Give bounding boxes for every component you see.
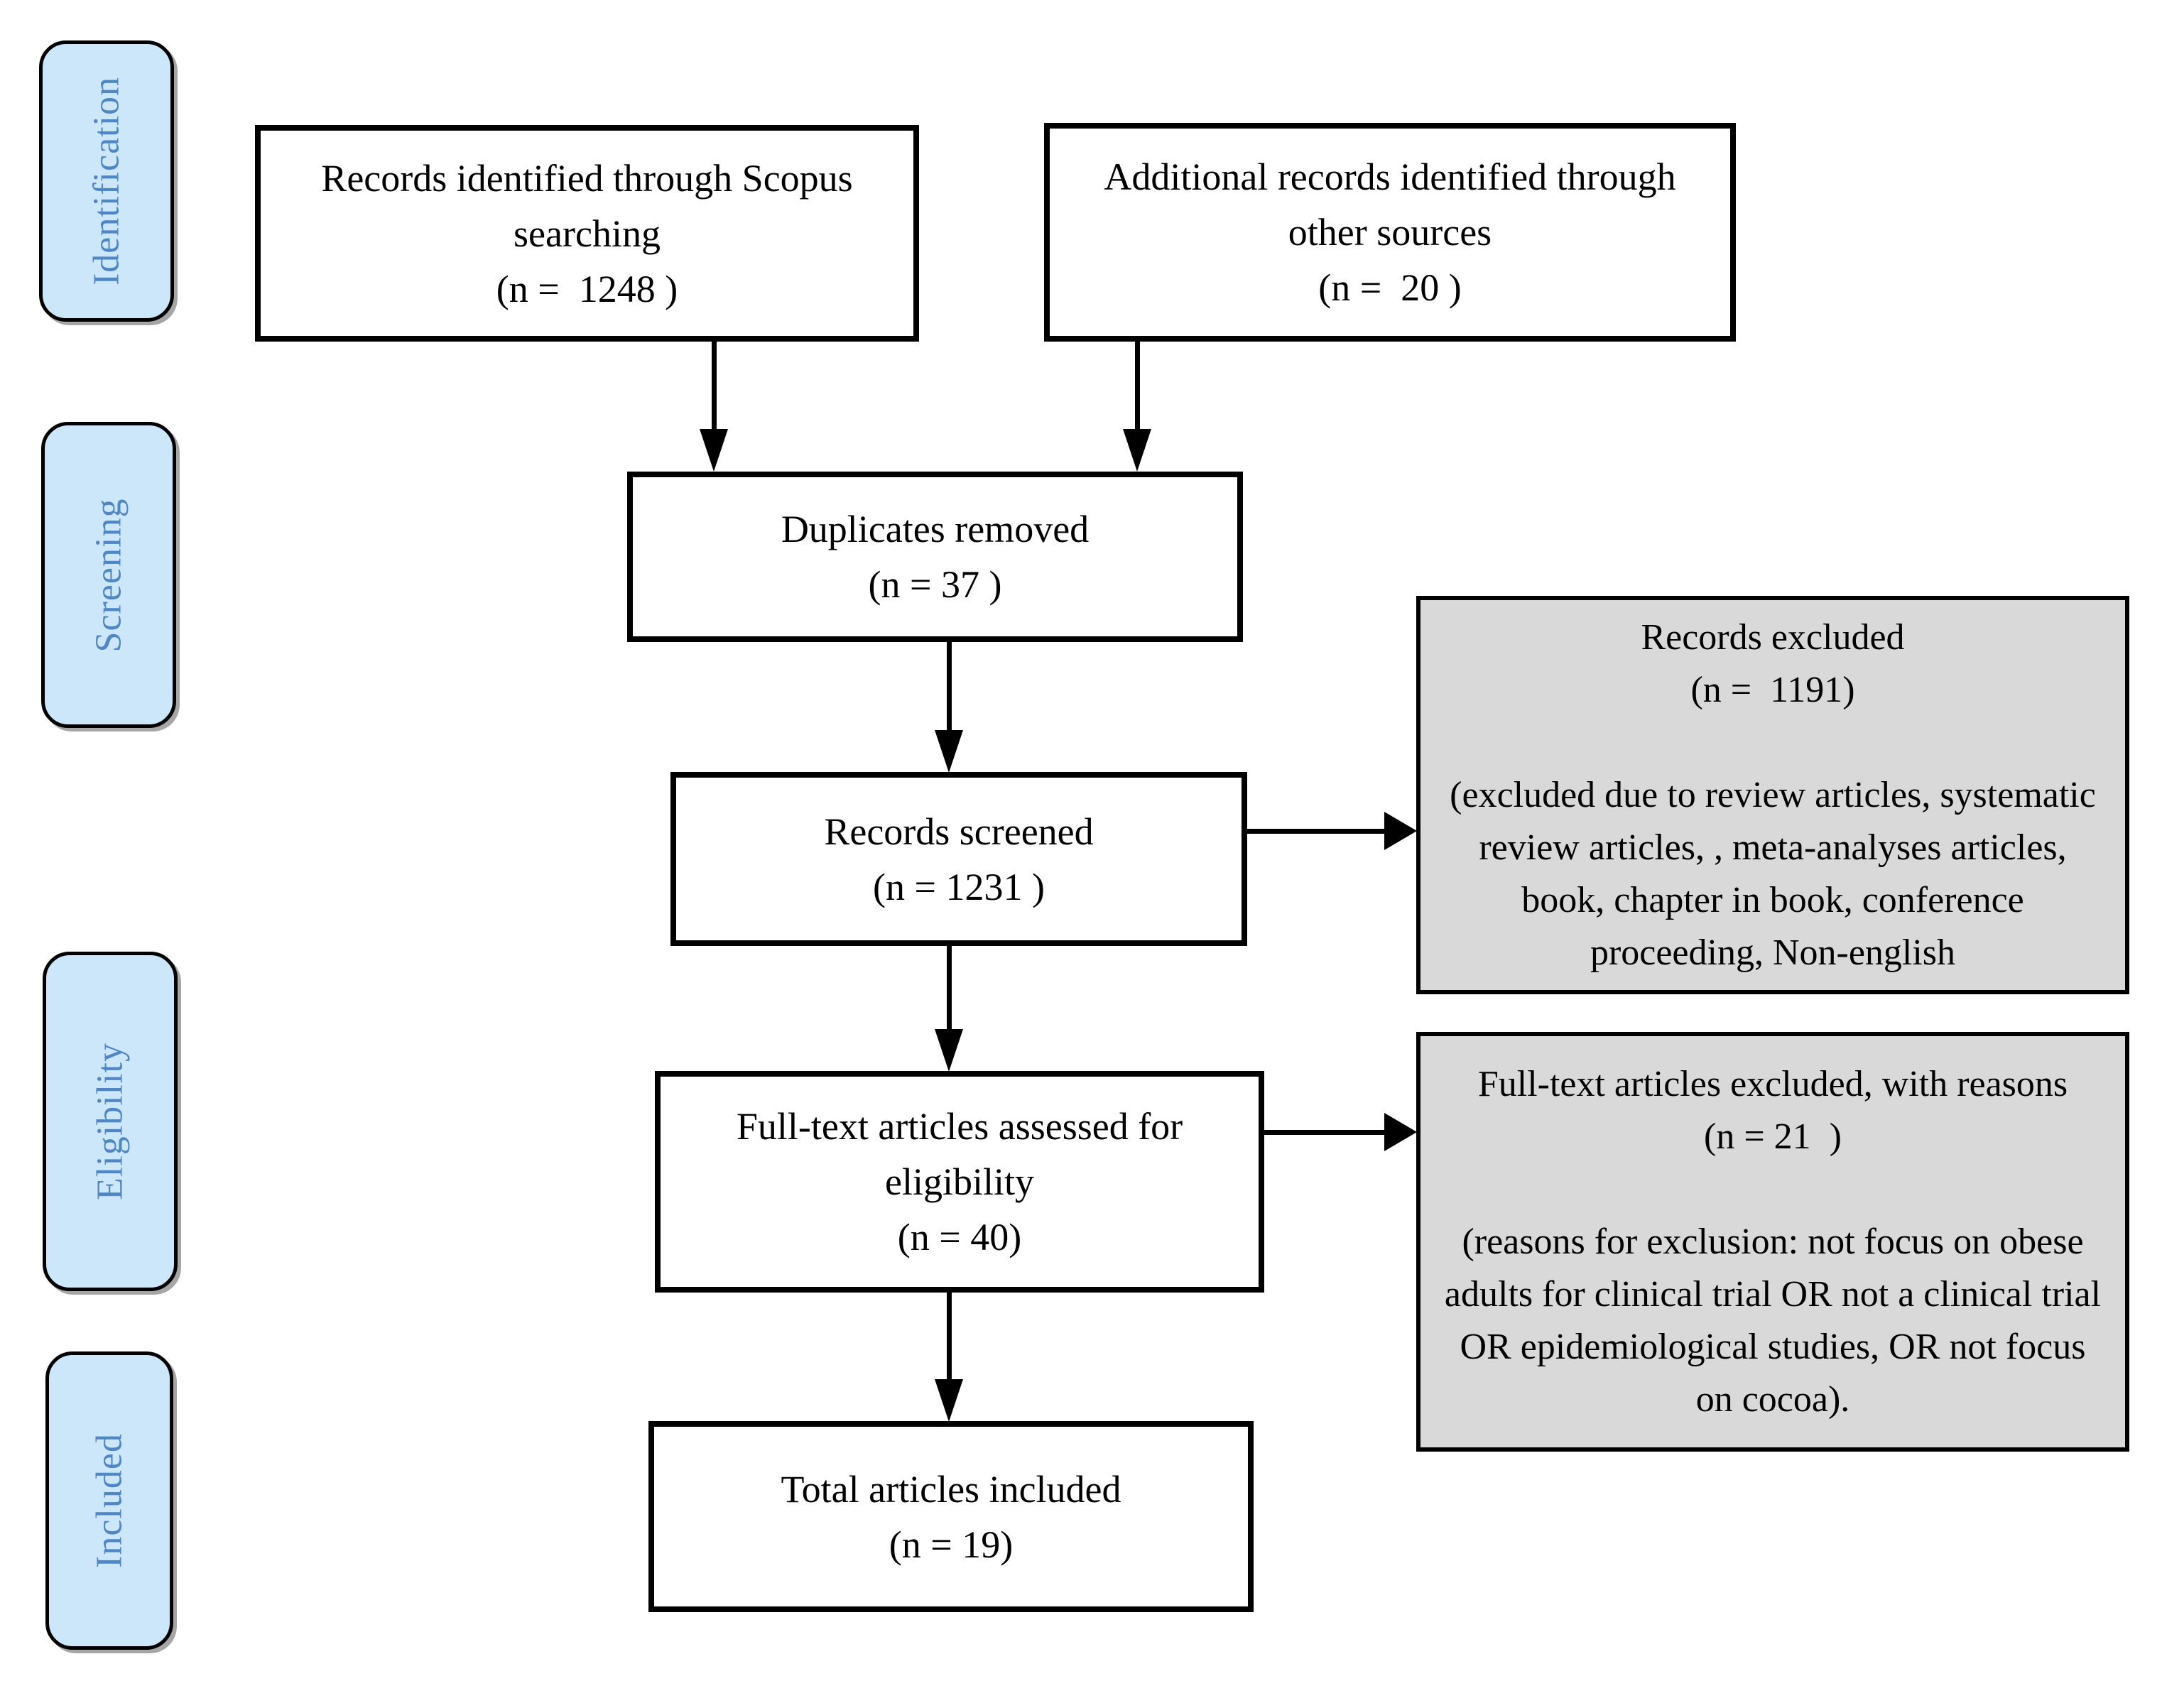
arrow-other-sources-to-duplicates <box>1123 342 1151 472</box>
arrow-line <box>947 642 952 734</box>
box-total-included: Total articles included (n = 19) <box>648 1421 1254 1612</box>
box-text-fulltext-assessed: Full-text articles assessed for eligibil… <box>736 1105 1193 1203</box>
box-count-scopus: (n = 1248 ) <box>496 267 678 310</box>
box-count-fulltext-assessed: (n = 40) <box>897 1216 1022 1258</box>
box-duplicates-removed: Duplicates removed (n = 37 ) <box>627 472 1243 642</box>
arrow-head-down-icon <box>935 1029 963 1072</box>
stage-bar-included: Included <box>45 1351 173 1650</box>
arrow-screened-to-fulltext <box>935 946 963 1072</box>
stage-label-included: Included <box>89 1433 130 1568</box>
box-count-additional-records: (n = 20 ) <box>1318 266 1462 309</box>
arrow-line <box>1264 1130 1386 1135</box>
arrow-line <box>1135 342 1140 433</box>
arrow-head-right-icon <box>1384 1113 1417 1151</box>
arrow-duplicates-to-screened <box>935 642 963 773</box>
box-title-records-excluded: Records excluded <box>1641 616 1905 658</box>
box-count-total-included: (n = 19) <box>889 1523 1014 1566</box>
stage-label-eligibility: Eligibility <box>89 1043 131 1200</box>
arrow-line <box>947 946 952 1033</box>
arrow-head-down-icon <box>935 730 963 773</box>
stage-bar-identification: Identification <box>39 40 174 322</box>
box-count-fulltext-excluded: (n = 21 ) <box>1704 1116 1842 1157</box>
box-text-total-included: Total articles included <box>781 1467 1121 1511</box>
arrow-line <box>947 1293 952 1383</box>
arrow-scopus-to-duplicates <box>700 342 728 472</box>
arrow-fulltext-to-total <box>935 1293 963 1422</box>
box-count-duplicates-removed: (n = 37 ) <box>868 563 1002 606</box>
box-note-records-excluded: (excluded due to review articles, system… <box>1450 774 2105 973</box>
box-count-records-excluded: (n = 1191) <box>1690 669 1855 710</box>
box-count-records-screened: (n = 1231 ) <box>873 865 1045 908</box>
arrow-line <box>712 342 717 433</box>
arrow-head-right-icon <box>1384 812 1417 850</box>
box-note-fulltext-excluded: (reasons for exclusion: not focus on obe… <box>1444 1221 2111 1420</box>
arrow-line <box>1247 829 1386 834</box>
box-title-fulltext-excluded: Full-text articles excluded, with reason… <box>1477 1063 2068 1104</box>
box-records-excluded: Records excluded (n = 1191) (excluded du… <box>1416 596 2129 994</box>
box-additional-records: Additional records identified through ot… <box>1044 123 1736 342</box>
box-fulltext-excluded: Full-text articles excluded, with reason… <box>1416 1032 2129 1452</box>
stage-bar-eligibility: Eligibility <box>43 952 178 1291</box>
stage-bar-screening: Screening <box>41 422 176 728</box>
box-text-records-screened: Records screened <box>824 810 1094 853</box>
box-records-identified-scopus: Records identified through Scopus search… <box>255 125 919 342</box>
box-text-duplicates-removed: Duplicates removed <box>781 508 1090 550</box>
arrow-head-down-icon <box>1123 429 1151 472</box>
box-records-screened: Records screened (n = 1231 ) <box>670 772 1247 946</box>
box-fulltext-assessed: Full-text articles assessed for eligibil… <box>655 1071 1264 1293</box>
stage-label-identification: Identification <box>86 76 127 286</box>
arrow-fulltext-to-excluded <box>1264 1113 1418 1151</box>
stage-label-screening: Screening <box>88 498 129 652</box>
arrow-head-down-icon <box>700 429 728 472</box>
arrow-head-down-icon <box>935 1379 963 1422</box>
box-text-scopus: Records identified through Scopus search… <box>321 156 863 255</box>
box-text-additional-records: Additional records identified through ot… <box>1104 156 1686 254</box>
arrow-screened-to-excluded <box>1247 812 1418 850</box>
